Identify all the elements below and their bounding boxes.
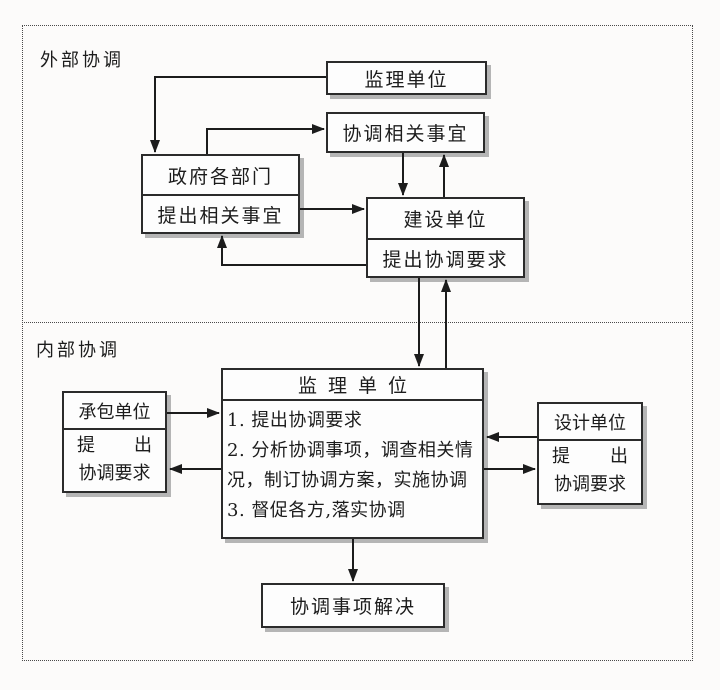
government-box: 政府各部门 提出相关事宜	[141, 154, 300, 234]
construction-subtitle: 提出协调要求	[368, 238, 523, 276]
task-item-3: 3. 督促各方,落实协调	[227, 500, 406, 521]
arrow-ext-supervisor-to-government	[150, 76, 326, 153]
designer-request-line2: 协调要求	[554, 474, 626, 495]
designer-box: 设计单位 提出 协调要求	[537, 402, 643, 505]
external-supervisor-box: 监理单位	[326, 61, 487, 95]
external-section-label: 外部协调	[40, 50, 124, 71]
section-divider-line	[22, 322, 693, 323]
construction-title: 建设单位	[403, 209, 488, 231]
government-subtitle: 提出相关事宜	[143, 194, 298, 232]
external-supervisor-title: 监理单位	[364, 68, 449, 91]
contractor-request: 提出 协调要求	[64, 428, 165, 489]
designer-request-line1: 提出	[552, 446, 628, 467]
arrow-construction-to-government	[217, 235, 366, 266]
government-title: 政府各部门	[167, 165, 273, 188]
contractor-title: 承包单位	[78, 401, 151, 423]
task-item-2: 2. 分析协调事项，调查相关情况，制订协调方案，实施协调	[227, 440, 474, 491]
construction-box: 建设单位 提出协调要求	[366, 197, 525, 278]
internal-supervisor-box: 监理单位 1. 提出协调要求 2. 分析协调事项，调查相关情况，制订协调方案，实…	[221, 368, 484, 539]
contractor-box: 承包单位 提出 协调要求	[62, 391, 167, 493]
internal-supervisor-title: 监理单位	[297, 375, 418, 397]
resolved-box: 协调事项解决	[261, 583, 445, 628]
arrow-government-to-coordinate-matters	[206, 124, 325, 154]
coordinate-matters-title: 协调相关事宜	[342, 123, 469, 145]
internal-section-label: 内部协调	[36, 340, 120, 361]
designer-title: 设计单位	[554, 412, 626, 434]
designer-request: 提出 协调要求	[539, 439, 641, 501]
outer-dotted-frame	[22, 25, 693, 661]
task-item-1: 1. 提出协调要求	[227, 410, 363, 431]
contractor-request-line1: 提出	[77, 434, 152, 456]
contractor-request-line2: 协调要求	[78, 462, 151, 484]
coordinate-matters-box: 协调相关事宜	[326, 112, 485, 153]
resolved-title: 协调事项解决	[289, 596, 416, 618]
internal-supervisor-tasks: 1. 提出协调要求 2. 分析协调事项，调查相关情况，制订协调方案，实施协调 3…	[223, 399, 482, 535]
